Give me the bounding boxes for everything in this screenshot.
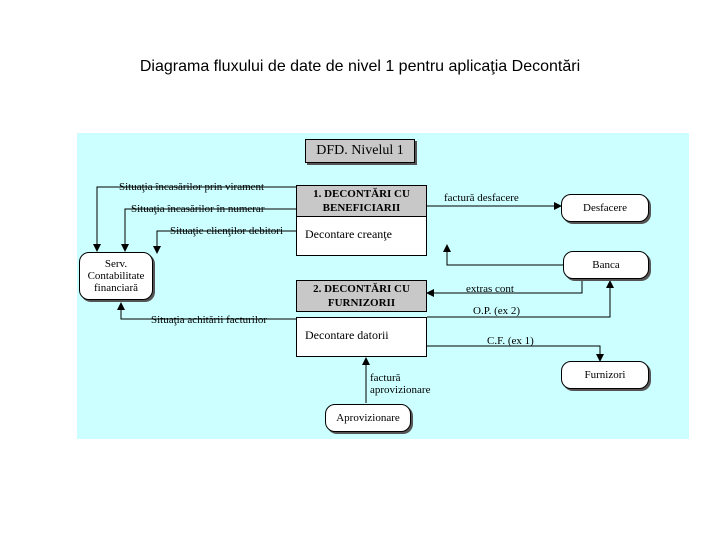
arrow-virament bbox=[93, 186, 296, 252]
flow-label-debitori: Situaţie clienţilor debitori bbox=[170, 225, 284, 237]
arrow-cec bbox=[427, 345, 604, 362]
arrow-op bbox=[427, 280, 614, 318]
flow-label-achitare: Situaţia achitării facturilor bbox=[151, 314, 268, 326]
process-2-title: 2. DECONTĂRI CU FURNIZORII bbox=[296, 280, 427, 312]
flow-label-factura-desfacere: factură desfacere bbox=[444, 192, 519, 204]
arrow-achitare bbox=[117, 302, 296, 320]
flow-label-op: O.P. (ex 2) bbox=[473, 305, 521, 317]
page-title: Diagrama fluxului de date de nivel 1 pen… bbox=[139, 58, 581, 75]
entity-furnizori: Furnizori bbox=[561, 361, 649, 389]
arrow-debitori bbox=[153, 230, 296, 254]
flow-label-cec: C.F. (ex 1) bbox=[487, 335, 534, 347]
process-1-body: Decontare creanţe bbox=[296, 216, 427, 256]
flow-label-extras: extras cont bbox=[466, 283, 514, 295]
entity-serv-contabilitate: Serv. Contabilitate financiară bbox=[79, 252, 153, 300]
entity-desfacere: Desfacere bbox=[561, 194, 649, 222]
arrow-banca-decontari1 bbox=[443, 244, 563, 266]
process-2-body: Decontare datorii bbox=[296, 317, 427, 357]
arrow-numerar bbox=[121, 208, 296, 252]
entity-banca: Banca bbox=[563, 251, 649, 279]
flow-label-virament: Situaţia încasărilor prin virament bbox=[119, 181, 265, 193]
process-1-title: 1. DECONTĂRI CU BENEFICIARII bbox=[296, 185, 427, 217]
dfd-diagram: DFD. Nivelul 1 1. DECONTĂRI CU BENEFICIA… bbox=[77, 133, 689, 439]
entity-aprovizionare: Aprovizionare bbox=[325, 404, 411, 432]
flow-label-numerar: Situaţia încasărilor în numerar bbox=[131, 203, 265, 215]
arrow-extras bbox=[426, 279, 583, 297]
diagram-heading: DFD. Nivelul 1 bbox=[305, 139, 415, 163]
flow-arrows bbox=[93, 186, 614, 403]
flow-label-factura-aprov: factură aprovizionare bbox=[370, 372, 431, 396]
